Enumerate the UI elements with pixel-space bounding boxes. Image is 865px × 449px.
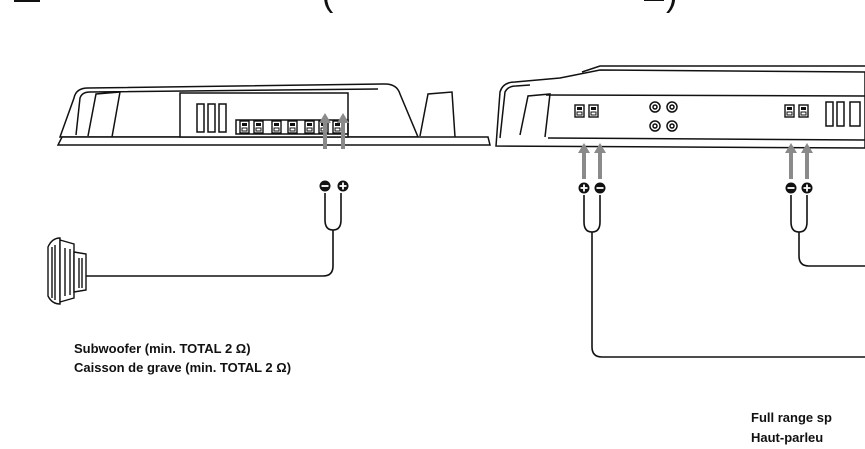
title-open-paren: ( [322,0,333,15]
signal-arrow-icon-right [578,143,813,179]
polarity-minus-icon-right-b [785,182,797,194]
subwoofer-label-en: Subwoofer (min. TOTAL 2 Ω) [74,341,251,356]
subwoofer-speaker-icon [47,237,87,305]
polarity-plus-icon-right-b [801,182,813,194]
title-fragment: ( ) [0,0,865,15]
title-close-paren: ) [666,0,677,15]
amplifier-left-icon [56,83,491,146]
polarity-plus-icon-right-a [578,182,590,194]
title-glyph-fragment-2 [644,0,664,1]
fullrange-label-en: Full range sp [751,410,832,425]
polarity-minus-icon [319,180,331,192]
fullrange-label-fr: Haut-parleu [751,430,824,445]
polarity-minus-icon-right-a [594,182,606,194]
polarity-plus-icon [337,180,349,192]
title-glyph-fragment [14,0,40,2]
amplifier-right-icon [495,65,865,149]
subwoofer-label-fr: Caisson de grave (min. TOTAL 2 Ω) [74,360,292,375]
